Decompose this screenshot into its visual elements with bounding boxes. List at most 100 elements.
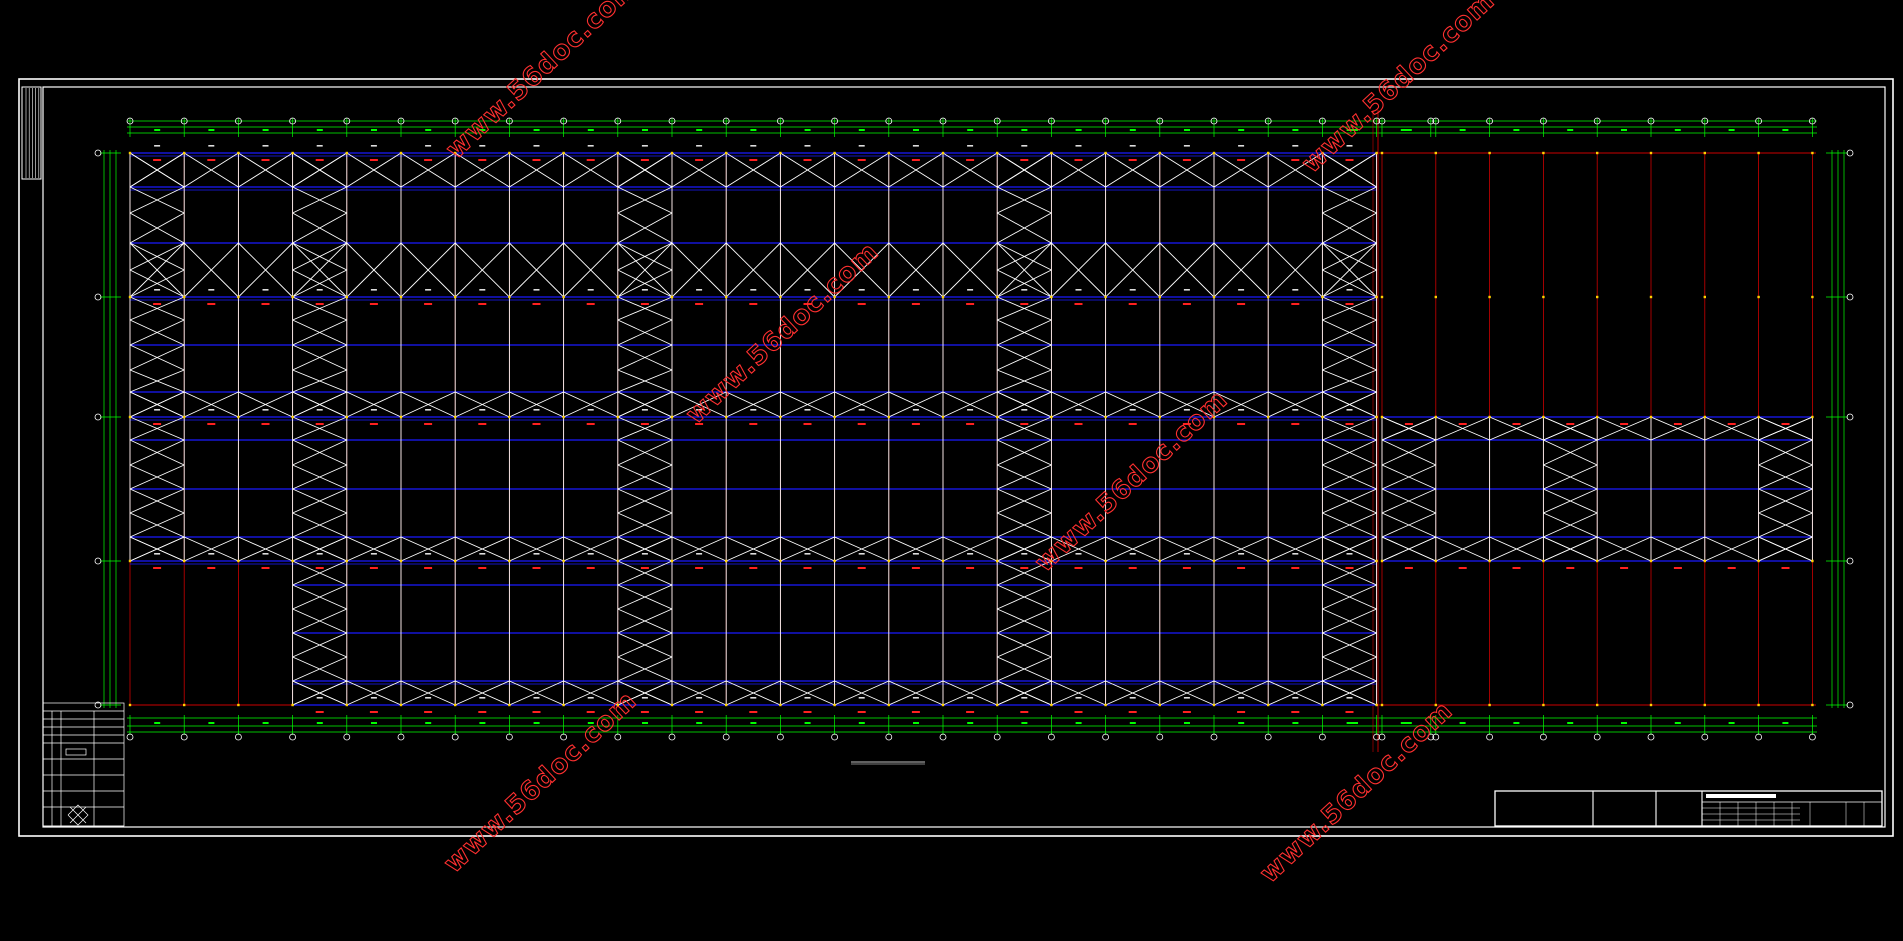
axis-bubble: [234, 733, 242, 741]
axis-bubble: [94, 701, 102, 709]
plan-member-labels: [128, 145, 1814, 713]
member-label: [1345, 303, 1354, 305]
axis-bubble: [831, 733, 838, 741]
member-label: [1345, 567, 1354, 569]
member-label: [1673, 567, 1682, 569]
bracing-member: [1322, 416, 1377, 441]
bracing-member: [888, 391, 944, 418]
column-node: [1596, 703, 1599, 707]
axis-bubble: [1647, 117, 1655, 125]
column-node: [1488, 703, 1491, 707]
axis-bubble: [885, 117, 893, 125]
dimension-text-mark: [642, 129, 648, 131]
column-node: [779, 151, 782, 155]
member-label: [586, 423, 595, 425]
column-node: [128, 415, 132, 419]
dimension-text-mark: [967, 722, 974, 724]
sheet-frame: [18, 78, 1894, 837]
column-node: [399, 559, 403, 563]
member-label: [1183, 409, 1190, 411]
bracing-member: [346, 536, 402, 562]
bracing-member: [671, 680, 727, 706]
column-node: [616, 559, 619, 563]
member-label: [1512, 567, 1521, 569]
bracing-member: [617, 512, 673, 538]
member-label: [1074, 303, 1083, 305]
bracing-member: [1322, 296, 1377, 321]
column-node: [1649, 295, 1653, 299]
axis-bubble: [939, 117, 947, 125]
dimension-text-mark: [1567, 722, 1574, 724]
member-label: [153, 423, 162, 425]
bracing-member: [292, 439, 347, 466]
column-node: [670, 295, 674, 299]
member-label: [587, 289, 594, 291]
axis-bubble: [777, 117, 784, 125]
column-node: [399, 151, 403, 155]
bracing-member: [1105, 391, 1160, 418]
column-node: [1380, 295, 1384, 299]
column-node: [616, 415, 619, 419]
bracing-member: [1322, 584, 1377, 610]
axis-bubble: [885, 733, 893, 741]
member-label: [857, 303, 866, 305]
dimension-text-mark: [208, 722, 215, 724]
bracing-member: [1381, 416, 1436, 441]
member-label: [804, 289, 811, 291]
member-label: [154, 145, 161, 147]
dimension-text-mark: [1129, 722, 1136, 724]
dimension-text-mark: [479, 722, 486, 724]
bracing-member: [997, 488, 1052, 514]
bracing-member: [1758, 512, 1813, 538]
bracing-member: [997, 296, 1052, 321]
axis-bubble: [1540, 733, 1547, 741]
member-label: [696, 553, 703, 555]
member-label: [425, 289, 432, 291]
member-label: [586, 711, 595, 713]
member-label: [1292, 289, 1299, 291]
member-label: [315, 711, 324, 713]
member-label: [695, 423, 704, 425]
bracing-member: [129, 296, 185, 321]
member-label: [1292, 553, 1299, 555]
axis-bubble: [1809, 733, 1816, 741]
column-node: [1757, 703, 1760, 707]
bracing-member: [1489, 536, 1544, 562]
member-label: [1292, 145, 1299, 147]
column-node: [1212, 151, 1216, 155]
member-label: [640, 303, 649, 305]
column-node: [779, 295, 782, 299]
bracing-member: [997, 319, 1052, 346]
bracing-member: [1213, 152, 1269, 188]
dimension-text-mark: [1674, 129, 1681, 131]
axis-bubble: [505, 117, 513, 125]
column-node: [833, 295, 836, 299]
axis-bubble: [94, 293, 102, 301]
column-node: [1380, 559, 1384, 563]
axis-bubble: [1427, 117, 1435, 125]
dimension-text-mark: [858, 129, 865, 131]
bracing-member: [997, 632, 1052, 658]
bracing-member: [617, 608, 673, 634]
bracing-member: [997, 512, 1052, 538]
member-label: [858, 697, 865, 699]
column-node: [454, 295, 457, 299]
bracing-member: [563, 391, 618, 418]
bracing-member: [834, 680, 889, 706]
member-label: [587, 409, 594, 411]
member-label: [369, 159, 378, 161]
dimension-text-mark: [858, 722, 865, 724]
column-node: [237, 559, 240, 563]
bracing-member: [617, 536, 673, 562]
member-label: [1182, 303, 1191, 305]
bracing-member: [563, 152, 619, 188]
bracing-member: [1758, 439, 1813, 466]
bracing-member: [997, 560, 1052, 586]
member-label: [1238, 409, 1245, 411]
member-label: [1074, 159, 1083, 161]
column-node: [183, 295, 186, 299]
member-label: [1291, 567, 1300, 569]
member-label: [533, 289, 540, 291]
dimension-text-mark: [1021, 129, 1028, 131]
